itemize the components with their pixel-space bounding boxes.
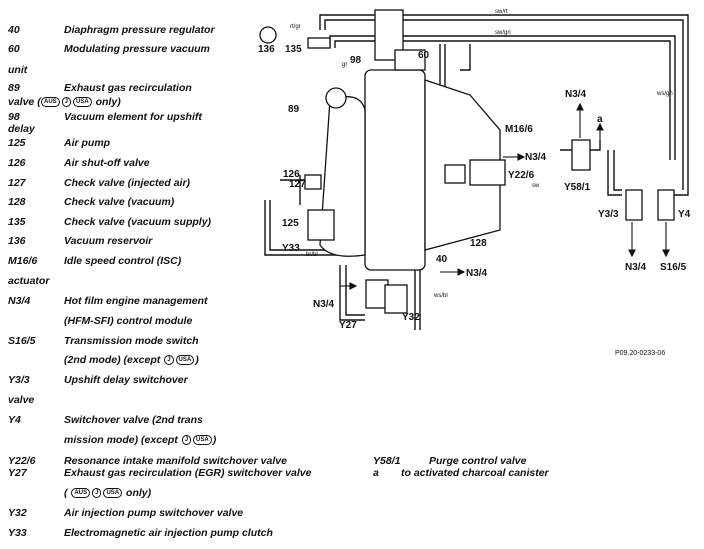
label-136: 136 xyxy=(258,44,275,55)
usa-badge: USA xyxy=(193,435,212,446)
vacuum-reservoir-136 xyxy=(259,26,277,44)
label-y3-3: Y3/3 xyxy=(598,209,619,220)
label-89: 89 xyxy=(288,104,300,115)
wire-label: sw/gn xyxy=(495,30,511,36)
isc-actuator-m16-6 xyxy=(469,159,506,186)
wire-label: br/bl xyxy=(306,252,318,258)
air-pump-125 xyxy=(307,209,335,241)
wire-label: rt/gr xyxy=(290,24,301,30)
label-a: a xyxy=(597,114,603,125)
label-y22-6: Y22/6 xyxy=(508,170,535,181)
modulating-unit xyxy=(394,49,426,71)
label-n3-4: N3/4 xyxy=(466,268,488,279)
wire-label: gr xyxy=(342,62,347,68)
intake-plenum xyxy=(364,69,426,271)
egr-valve-89 xyxy=(325,87,347,109)
j-badge: J xyxy=(61,97,72,108)
upshift-switchover-y3-3 xyxy=(625,189,643,221)
wire-label: ws/gn xyxy=(656,91,673,97)
j-badge: J xyxy=(181,435,192,446)
check-valve-135 xyxy=(307,37,331,49)
label-n3-4: N3/4 xyxy=(525,152,547,163)
resonance-valve-y22-6 xyxy=(444,164,466,184)
label-y32: Y32 xyxy=(402,312,420,323)
label-y33: Y33 xyxy=(282,243,300,254)
label-n3-4: N3/4 xyxy=(565,89,587,100)
figure-id: P09.20-0233-06 xyxy=(615,350,666,357)
usa-badge: USA xyxy=(103,488,123,499)
switchover-valve-y4 xyxy=(657,189,675,221)
label-y4: Y4 xyxy=(678,209,691,220)
wire-label: sw/rt xyxy=(495,9,508,15)
label-n3-4: N3/4 xyxy=(625,262,647,273)
label-60: 60 xyxy=(418,50,430,61)
label-y27: Y27 xyxy=(339,320,357,331)
label-135: 135 xyxy=(285,44,302,55)
j-badge: J xyxy=(164,355,174,366)
aus-badge: AUS xyxy=(71,488,91,499)
j-badge: J xyxy=(92,488,102,499)
label-98: 98 xyxy=(350,55,362,66)
label-128: 128 xyxy=(470,238,487,249)
label-s16-5: S16/5 xyxy=(660,262,687,273)
wire-label: ws/bl xyxy=(433,293,448,299)
label-y58-1: Y58/1 xyxy=(564,182,591,193)
label-125: 125 xyxy=(282,218,299,229)
purge-control-valve-y58-1 xyxy=(571,139,591,171)
usa-badge: USA xyxy=(175,355,195,366)
label-126: 126 xyxy=(283,169,300,180)
wire-label: sw xyxy=(532,183,540,189)
label-m16-6: M16/6 xyxy=(505,124,533,135)
air-pump-switchover-y32 xyxy=(384,284,408,314)
usa-badge: USA xyxy=(73,97,92,108)
label-127: 127 xyxy=(289,179,306,190)
air-shutoff-valve-126 xyxy=(304,174,322,190)
label-40: 40 xyxy=(436,254,448,265)
label-n3-4: N3/4 xyxy=(313,299,335,310)
aus-badge: AUS xyxy=(41,97,60,108)
